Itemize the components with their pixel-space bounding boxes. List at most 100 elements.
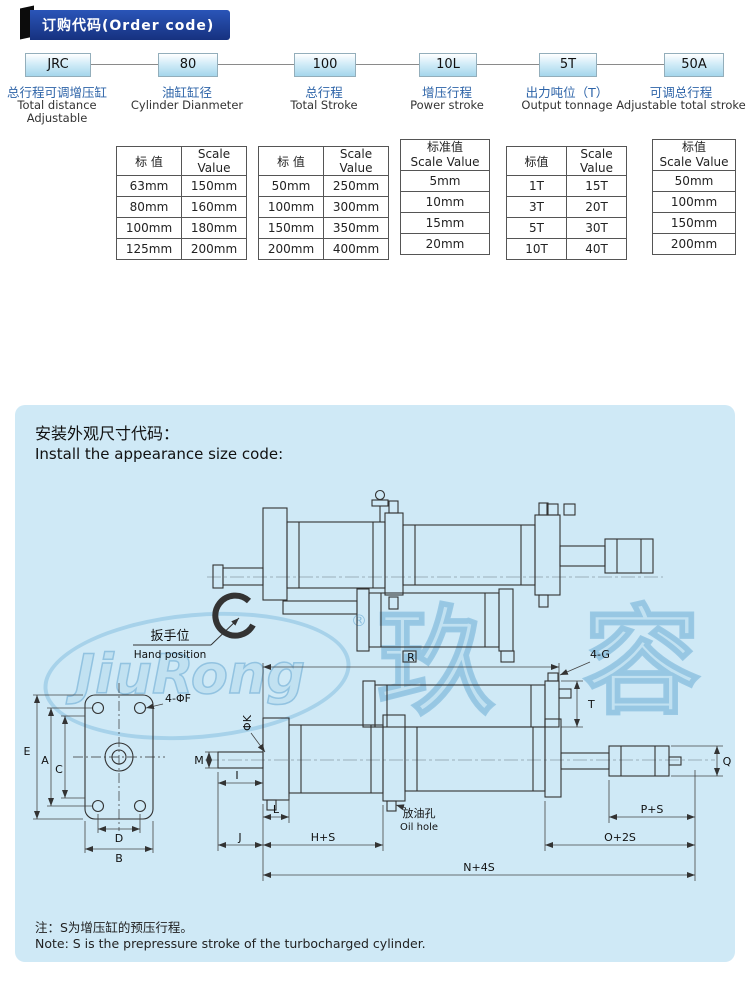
- cylinder-top-view: [207, 489, 663, 663]
- header-cn: 标值: [681, 140, 706, 154]
- dim-l: L: [273, 803, 280, 816]
- header-cell: 标 值: [258, 146, 324, 176]
- header-cell: Scale Value: [181, 146, 247, 176]
- table-header-row: 标 值 Scale Value: [116, 146, 247, 176]
- table-cell: 15mm: [400, 212, 490, 234]
- table-cell: 20T: [566, 196, 627, 218]
- table-cell: 1T: [506, 175, 567, 197]
- table-cell: 250mm: [323, 175, 389, 197]
- segment-label-en: Total Stroke: [290, 98, 358, 112]
- wrench-icon: [212, 592, 256, 639]
- table-cell: 200mm: [258, 238, 324, 260]
- note-cn: 注：S为增压缸的预压行程。: [35, 920, 193, 935]
- dim-d: D: [115, 832, 123, 845]
- table-cell: 125mm: [116, 238, 182, 260]
- table-cell: 3T: [506, 196, 567, 218]
- dim-a: A: [41, 754, 49, 767]
- table-cell: 100mm: [116, 217, 182, 239]
- table-row: 5mm: [400, 170, 490, 192]
- table-header-row: 标值 Scale Value: [506, 146, 627, 176]
- segment-label-cn: 可调总行程: [649, 85, 713, 100]
- header-cell: 标准值 Scale Value: [400, 139, 490, 171]
- note-en: Note: S is the prepressure stroke of the…: [35, 936, 426, 951]
- table-cell: 100mm: [258, 196, 324, 218]
- hand-position-cn: 扳手位: [150, 628, 189, 644]
- install-title-en: Install the appearance size code:: [35, 445, 284, 463]
- dim-r: R: [407, 651, 415, 664]
- segment-label-cn: 增压行程: [421, 85, 472, 100]
- dim-k: ΦK: [241, 714, 254, 731]
- power-stroke-table: 标准值 Scale Value 5mm 10mm 15mm 20mm: [400, 139, 490, 255]
- table-cell: 40T: [566, 238, 627, 260]
- table-row: 10mm: [400, 191, 490, 213]
- cylinder-side-view: [205, 672, 715, 812]
- table-cell: 300mm: [323, 196, 389, 218]
- table-cell: 180mm: [181, 217, 247, 239]
- dim-j: J: [237, 831, 241, 844]
- table-cell: 20mm: [400, 233, 490, 255]
- table-cell: 200mm: [652, 233, 736, 255]
- table-cell: 10mm: [400, 191, 490, 213]
- segment-label-en: Adjustable total stroke: [616, 98, 746, 112]
- install-size-panel: JiuRong ® 玖容: [15, 405, 735, 962]
- dim-q: Q: [723, 755, 732, 768]
- dim-ps: P+S: [641, 803, 664, 816]
- hand-position-label: 扳手位 Hand position: [133, 617, 240, 661]
- header-cell: Scale Value: [566, 146, 627, 176]
- header-en: Scale Value: [659, 155, 729, 169]
- table-cell: 150mm: [652, 212, 736, 234]
- header-cell: 标 值: [116, 146, 182, 176]
- dim-i: I: [235, 769, 238, 782]
- dim-c: C: [55, 763, 63, 776]
- dim-b: B: [115, 852, 123, 865]
- table-header-row: 标 值 Scale Value: [258, 146, 389, 176]
- dim-e: E: [24, 745, 31, 758]
- table-header-row: 标准值 Scale Value: [400, 139, 490, 171]
- dim-4g: 4-G: [590, 648, 610, 661]
- code-segment-tonnage: 5T: [539, 53, 597, 77]
- table-cell: 10T: [506, 238, 567, 260]
- table-cell: 160mm: [181, 196, 247, 218]
- header-cell: 标值: [506, 146, 567, 176]
- dim-4f: 4-ΦF: [165, 692, 191, 705]
- dim-o2s: O+2S: [604, 831, 636, 844]
- install-title-cn: 安装外观尺寸代码：: [35, 424, 180, 443]
- segment-label-en: Output tonnage: [521, 98, 613, 112]
- table-cell: 30T: [566, 217, 627, 239]
- oil-hole-label: 放油孔 Oil hole: [400, 806, 438, 833]
- table-row: 15mm: [400, 212, 490, 234]
- code-segment-stroke: 100: [294, 53, 356, 77]
- dim-n4s: N+4S: [463, 861, 494, 874]
- segment-label-cn: 总行程可调增压缸: [6, 85, 107, 100]
- dim-t: T: [587, 698, 595, 711]
- table-cell: 80mm: [116, 196, 182, 218]
- table-cell: 150mm: [258, 217, 324, 239]
- code-segment-jrc: JRC: [25, 53, 91, 77]
- oil-hole-cn: 放油孔: [403, 806, 436, 820]
- table-cell: 350mm: [323, 217, 389, 239]
- segment-label-cn: 总行程: [305, 85, 343, 100]
- oil-hole-en: Oil hole: [400, 822, 438, 833]
- table-cell: 400mm: [323, 238, 389, 260]
- side-view-dimensions: [205, 661, 723, 881]
- code-segment-power: 10L: [419, 53, 477, 77]
- code-segment-adj: 50A: [664, 53, 724, 77]
- table-cell: 200mm: [181, 238, 247, 260]
- table-cell: 5T: [506, 217, 567, 239]
- table-cell: 15T: [566, 175, 627, 197]
- end-view: [73, 683, 165, 831]
- dim-m: M: [194, 754, 204, 767]
- table-cell: 63mm: [116, 175, 182, 197]
- header-cell: 标值 Scale Value: [652, 139, 736, 171]
- code-segment-bore: 80: [158, 53, 218, 77]
- segment-label-cn: 出力吨位（T）: [525, 85, 609, 100]
- table-row: 20mm: [400, 233, 490, 255]
